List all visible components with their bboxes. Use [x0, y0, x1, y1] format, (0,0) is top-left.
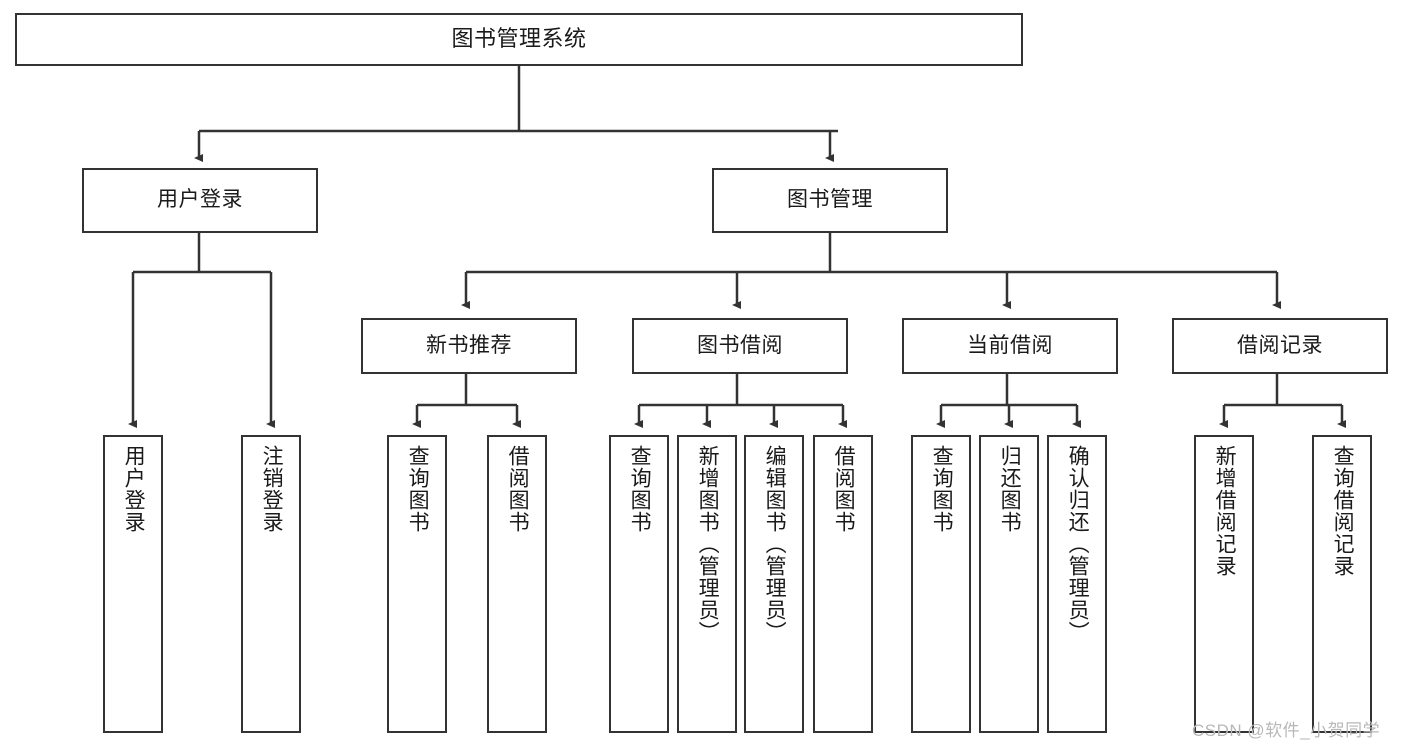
- leaf-query-borrow-record[interactable]: 查询借阅记录: [1312, 435, 1372, 733]
- leaf-query-book-recommend[interactable]: 查询图书: [387, 435, 447, 733]
- leaf-confirm-return-admin[interactable]: 确认归还（管理员）: [1047, 435, 1107, 733]
- leaf-query-book-current[interactable]: 查询图书: [911, 435, 971, 733]
- node-label: 查询图书: [406, 445, 430, 533]
- node-label: 当前借阅: [967, 333, 1053, 357]
- leaf-borrow-book-borrow[interactable]: 借阅图书: [813, 435, 873, 733]
- node-current-borrow[interactable]: 当前借阅: [902, 318, 1118, 374]
- node-label: 借阅图书: [832, 445, 856, 533]
- node-root-system[interactable]: 图书管理系统: [15, 13, 1023, 66]
- node-book-manage[interactable]: 图书管理: [712, 168, 948, 233]
- node-user-login[interactable]: 用户登录: [82, 168, 318, 233]
- node-label: 编辑图书（管理员）: [763, 445, 787, 643]
- leaf-logout-login[interactable]: 注销登录: [241, 435, 301, 733]
- node-label: 查询借阅记录: [1331, 445, 1355, 577]
- node-new-book-recommend[interactable]: 新书推荐: [361, 318, 577, 374]
- node-label: 新增借阅记录: [1213, 445, 1237, 577]
- node-label: 归还图书: [998, 445, 1022, 533]
- node-label: 图书管理: [787, 188, 873, 212]
- node-label: 图书借阅: [697, 333, 783, 357]
- leaf-user-login[interactable]: 用户登录: [103, 435, 163, 733]
- node-label: 借阅图书: [506, 445, 530, 533]
- node-label: 确认归还（管理员）: [1066, 445, 1090, 643]
- leaf-add-borrow-record[interactable]: 新增借阅记录: [1194, 435, 1254, 733]
- node-label: 借阅记录: [1237, 333, 1323, 357]
- node-label: 注销登录: [260, 445, 284, 533]
- leaf-query-book-borrow[interactable]: 查询图书: [609, 435, 669, 733]
- leaf-return-book[interactable]: 归还图书: [979, 435, 1039, 733]
- leaf-add-book-admin[interactable]: 新增图书（管理员）: [677, 435, 737, 733]
- csdn-watermark: CSDN @软件_小贺同学: [1192, 721, 1381, 740]
- leaf-edit-book-admin[interactable]: 编辑图书（管理员）: [744, 435, 804, 733]
- leaf-borrow-book-recommend[interactable]: 借阅图书: [487, 435, 547, 733]
- node-label: 用户登录: [122, 445, 146, 533]
- node-label: 新增图书（管理员）: [696, 445, 720, 643]
- node-book-borrow[interactable]: 图书借阅: [632, 318, 848, 374]
- node-label: 新书推荐: [426, 333, 512, 357]
- node-borrow-record[interactable]: 借阅记录: [1172, 318, 1388, 374]
- node-label: 查询图书: [930, 445, 954, 533]
- node-label: 用户登录: [157, 188, 243, 212]
- node-label: 图书管理系统: [451, 26, 587, 52]
- node-label: 查询图书: [628, 445, 652, 533]
